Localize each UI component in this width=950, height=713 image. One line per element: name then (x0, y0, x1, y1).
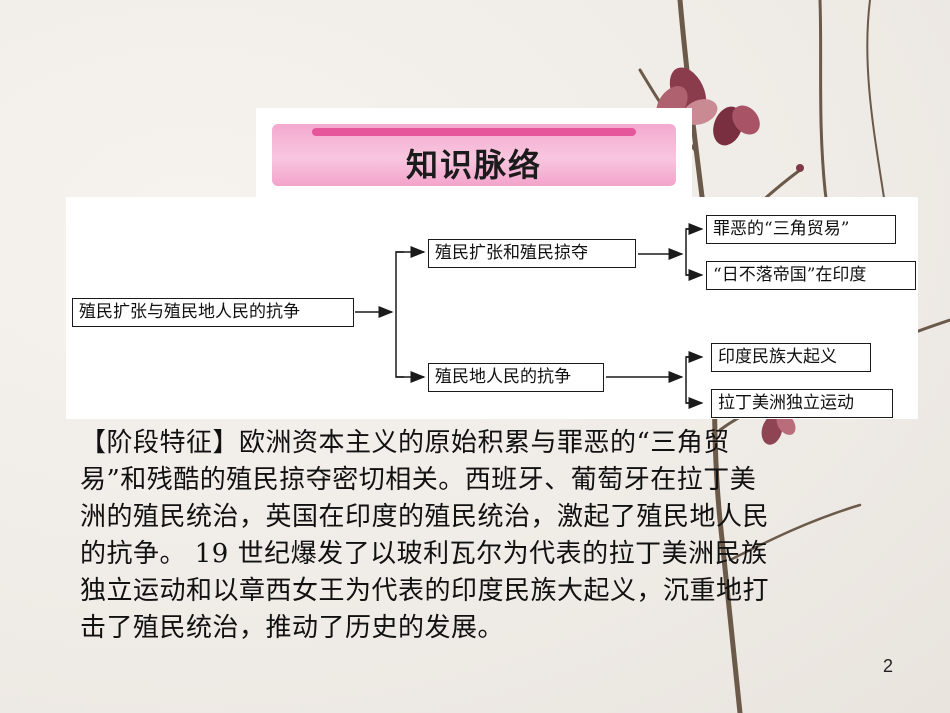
leaf-latin-america-independence: 拉丁美洲独立运动 (711, 389, 893, 418)
paragraph-line: 击了殖民统治，推动了历史的发展。 (80, 613, 505, 643)
main-bracket (395, 251, 404, 378)
knowledge-diagram: 殖民扩张与殖民地人民的抗争 殖民扩张和殖民掠夺 殖民地人民的抗争 罪恶的“三角贸… (66, 197, 918, 419)
branch-colonial-resistance: 殖民地人民的抗争 (428, 363, 604, 392)
page-number: 2 (882, 656, 893, 676)
paragraph-line: 【阶段特征】欧洲资本主义的原始积累与罪恶的“三角贸 (80, 428, 730, 458)
paragraph-line: 的抗争。 19 世纪爆发了以玻利瓦尔为代表的拉丁美洲民族 (80, 539, 768, 569)
stage-features-paragraph: 【阶段特征】欧洲资本主义的原始积累与罪恶的“三角贸 易”和残酷的殖民掠夺密切相关… (80, 425, 910, 647)
paragraph-line: 独立运动和以章西女王为代表的印度民族大起义，沉重地打 (80, 576, 770, 606)
diagram-connectors (355, 223, 704, 409)
leaf-indian-uprising: 印度民族大起义 (711, 343, 871, 372)
leaf-triangle-trade: 罪恶的“三角贸易” (706, 215, 896, 244)
title-banner: 知识脉络 (272, 124, 676, 186)
leaf-empire-in-india: “日不落帝国”在印度 (706, 261, 916, 290)
bottom-bracket (685, 356, 694, 404)
title-card: 知识脉络 (256, 108, 692, 208)
root-node: 殖民扩张与殖民地人民的抗争 (72, 298, 354, 327)
paragraph-line: 易”和残酷的殖民掠夺密切相关。西班牙、葡萄牙在拉丁美 (80, 465, 757, 495)
blossom-2 (713, 105, 760, 146)
branch-colonial-expansion: 殖民扩张和殖民掠夺 (428, 239, 636, 268)
paragraph-line: 洲的殖民统治，英国在印度的殖民统治，激起了殖民地人民 (80, 502, 770, 532)
top-bracket (685, 228, 694, 276)
slide-title: 知识脉络 (405, 146, 542, 184)
